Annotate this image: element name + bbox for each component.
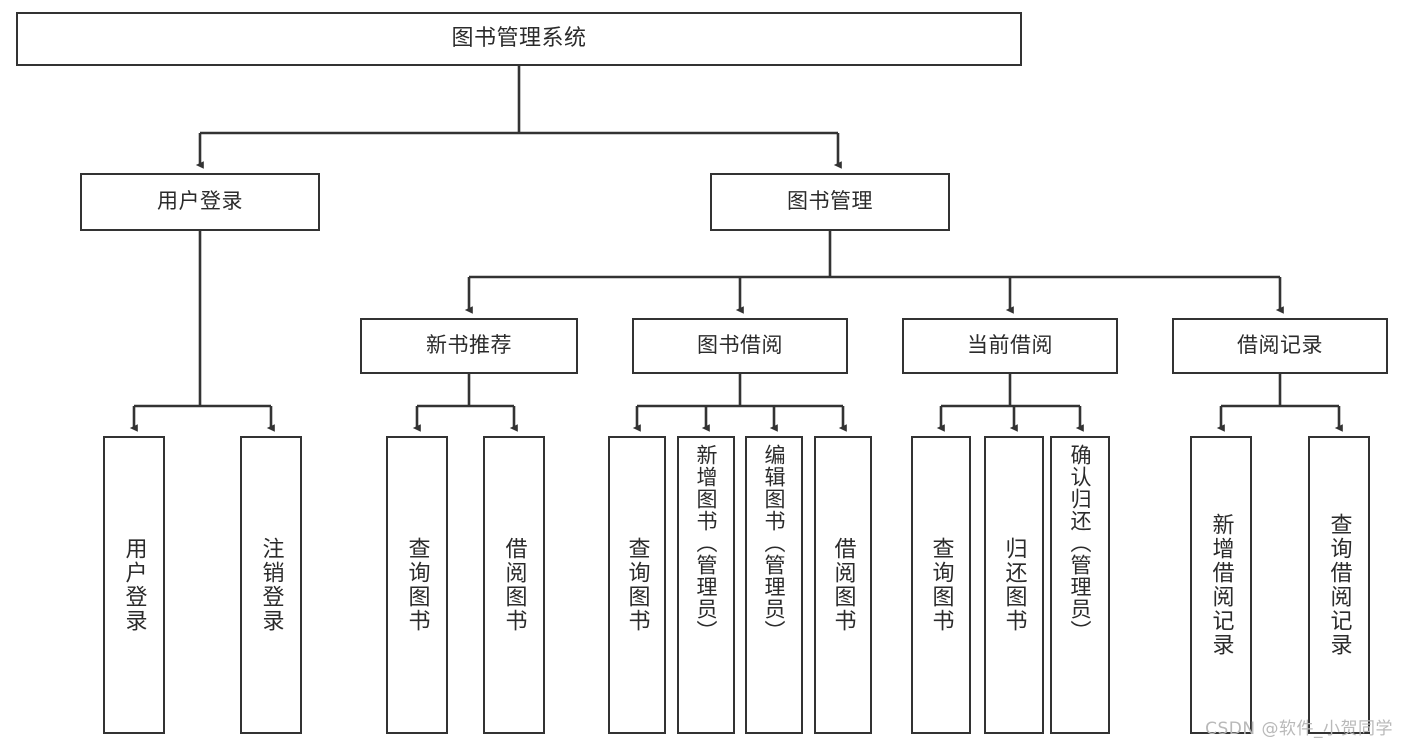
node-leaf-confirm-return-admin[interactable]: 确认归还（管理员） <box>1050 436 1110 734</box>
node-root-system[interactable]: 图书管理系统 <box>16 12 1022 66</box>
node-leaf-query-book-borrow-label: 查询图书 <box>624 537 650 633</box>
node-leaf-query-borrow-record-label: 查询借阅记录 <box>1326 513 1352 657</box>
node-leaf-query-borrow-record[interactable]: 查询借阅记录 <box>1308 436 1370 734</box>
node-current-borrowing[interactable]: 当前借阅 <box>902 318 1118 374</box>
node-leaf-logout-label: 注销登录 <box>258 537 284 633</box>
node-leaf-edit-book-admin-label: 编辑图书（管理员） <box>762 444 787 642</box>
node-leaf-borrow-book-borrow-label: 借阅图书 <box>830 537 856 633</box>
node-leaf-query-book-newbook-label: 查询图书 <box>404 537 430 633</box>
node-leaf-borrow-book-newbook[interactable]: 借阅图书 <box>483 436 545 734</box>
node-leaf-add-borrow-record-label: 新增借阅记录 <box>1208 513 1234 657</box>
node-leaf-query-book-newbook[interactable]: 查询图书 <box>386 436 448 734</box>
node-leaf-confirm-return-admin-label: 确认归还（管理员） <box>1068 444 1093 642</box>
node-borrowing-record[interactable]: 借阅记录 <box>1172 318 1388 374</box>
node-current-borrowing-label: 当前借阅 <box>967 333 1053 358</box>
node-new-book-recommendation-label: 新书推荐 <box>426 333 512 358</box>
node-leaf-borrow-book-newbook-label: 借阅图书 <box>501 537 527 633</box>
node-root-system-label: 图书管理系统 <box>451 25 587 51</box>
node-leaf-borrow-book-borrow[interactable]: 借阅图书 <box>814 436 872 734</box>
node-book-management-label: 图书管理 <box>787 189 873 214</box>
node-user-login-label: 用户登录 <box>157 189 243 214</box>
node-leaf-return-book-label: 归还图书 <box>1001 537 1027 633</box>
node-leaf-edit-book-admin[interactable]: 编辑图书（管理员） <box>745 436 803 734</box>
csdn-watermark: CSDN @软件_小贺同学 <box>1205 719 1393 739</box>
node-book-management[interactable]: 图书管理 <box>710 173 950 231</box>
node-leaf-user-login[interactable]: 用户登录 <box>103 436 165 734</box>
node-leaf-query-book-current-label: 查询图书 <box>928 537 954 633</box>
node-borrowing-record-label: 借阅记录 <box>1237 333 1323 358</box>
node-book-borrowing[interactable]: 图书借阅 <box>632 318 848 374</box>
node-leaf-add-book-admin-label: 新增图书（管理员） <box>694 444 719 642</box>
node-leaf-return-book[interactable]: 归还图书 <box>984 436 1044 734</box>
node-leaf-user-login-label: 用户登录 <box>121 537 147 633</box>
node-leaf-add-borrow-record[interactable]: 新增借阅记录 <box>1190 436 1252 734</box>
node-leaf-add-book-admin[interactable]: 新增图书（管理员） <box>677 436 735 734</box>
node-leaf-query-book-current[interactable]: 查询图书 <box>911 436 971 734</box>
node-book-borrowing-label: 图书借阅 <box>697 333 783 358</box>
node-leaf-logout[interactable]: 注销登录 <box>240 436 302 734</box>
node-new-book-recommendation[interactable]: 新书推荐 <box>360 318 578 374</box>
node-leaf-query-book-borrow[interactable]: 查询图书 <box>608 436 666 734</box>
node-user-login[interactable]: 用户登录 <box>80 173 320 231</box>
